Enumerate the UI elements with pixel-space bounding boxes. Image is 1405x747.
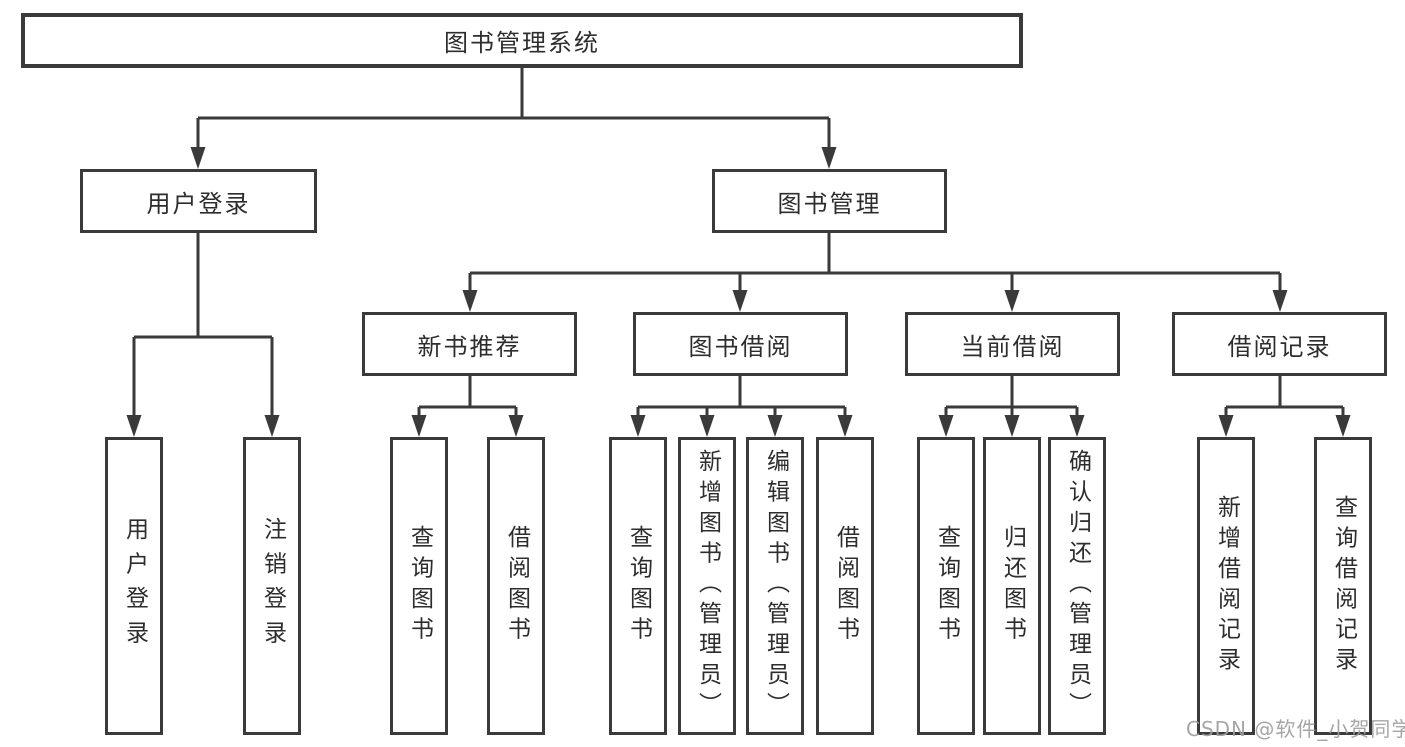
leaf-borrow-book-1-label: 借阅图书	[503, 525, 530, 647]
node-new-book-recommend: 新书推荐	[362, 312, 577, 376]
node-current-borrow: 当前借阅	[905, 312, 1120, 376]
node-user-login-label: 用户登录	[146, 189, 251, 218]
leaf-return-book: 归还图书	[983, 437, 1041, 735]
leaf-add-book-admin-label: 新增图书（管理员）	[694, 449, 721, 723]
node-new-book-recommend-label: 新书推荐	[417, 332, 522, 361]
leaf-user-login-label: 用户登录	[121, 517, 148, 655]
leaf-logout-label: 注销登录	[259, 517, 286, 655]
node-book-borrow: 图书借阅	[633, 312, 848, 376]
leaf-query-borrow-record: 查询借阅记录	[1314, 437, 1372, 735]
leaf-borrow-book-2-label: 借阅图书	[832, 525, 859, 647]
leaf-edit-book-admin: 编辑图书（管理员）	[746, 437, 804, 735]
watermark: CSDN @软件_小贺同学	[1186, 717, 1405, 741]
leaf-query-book-1-label: 查询图书	[406, 525, 433, 647]
node-current-borrow-label: 当前借阅	[960, 332, 1065, 361]
node-borrow-records-label: 借阅记录	[1227, 332, 1332, 361]
leaf-add-borrow-record-label: 新增借阅记录	[1213, 494, 1240, 678]
node-book-management: 图书管理	[712, 169, 947, 233]
leaf-add-borrow-record: 新增借阅记录	[1197, 437, 1255, 735]
node-book-management-label: 图书管理	[777, 189, 882, 218]
leaf-query-book-1: 查询图书	[390, 437, 448, 735]
leaf-add-book-admin: 新增图书（管理员）	[678, 437, 736, 735]
leaf-confirm-return-admin-label: 确认归还（管理员）	[1064, 449, 1091, 723]
node-book-borrow-label: 图书借阅	[688, 332, 793, 361]
leaf-query-book-3: 查询图书	[917, 437, 975, 735]
node-root: 图书管理系统	[21, 13, 1023, 68]
leaf-query-borrow-record-label: 查询借阅记录	[1330, 494, 1357, 678]
node-root-label: 图书管理系统	[444, 29, 600, 57]
leaf-confirm-return-admin: 确认归还（管理员）	[1048, 437, 1106, 735]
node-borrow-records: 借阅记录	[1172, 312, 1387, 376]
node-user-login: 用户登录	[80, 169, 317, 233]
leaf-borrow-book-1: 借阅图书	[487, 437, 545, 735]
leaf-query-book-2: 查询图书	[609, 437, 667, 735]
leaf-borrow-book-2: 借阅图书	[816, 437, 874, 735]
leaf-user-login: 用户登录	[105, 437, 163, 735]
leaf-return-book-label: 归还图书	[999, 525, 1026, 647]
leaf-edit-book-admin-label: 编辑图书（管理员）	[762, 449, 789, 723]
leaf-logout: 注销登录	[243, 437, 301, 735]
leaf-query-book-3-label: 查询图书	[933, 525, 960, 647]
leaf-query-book-2-label: 查询图书	[625, 525, 652, 647]
